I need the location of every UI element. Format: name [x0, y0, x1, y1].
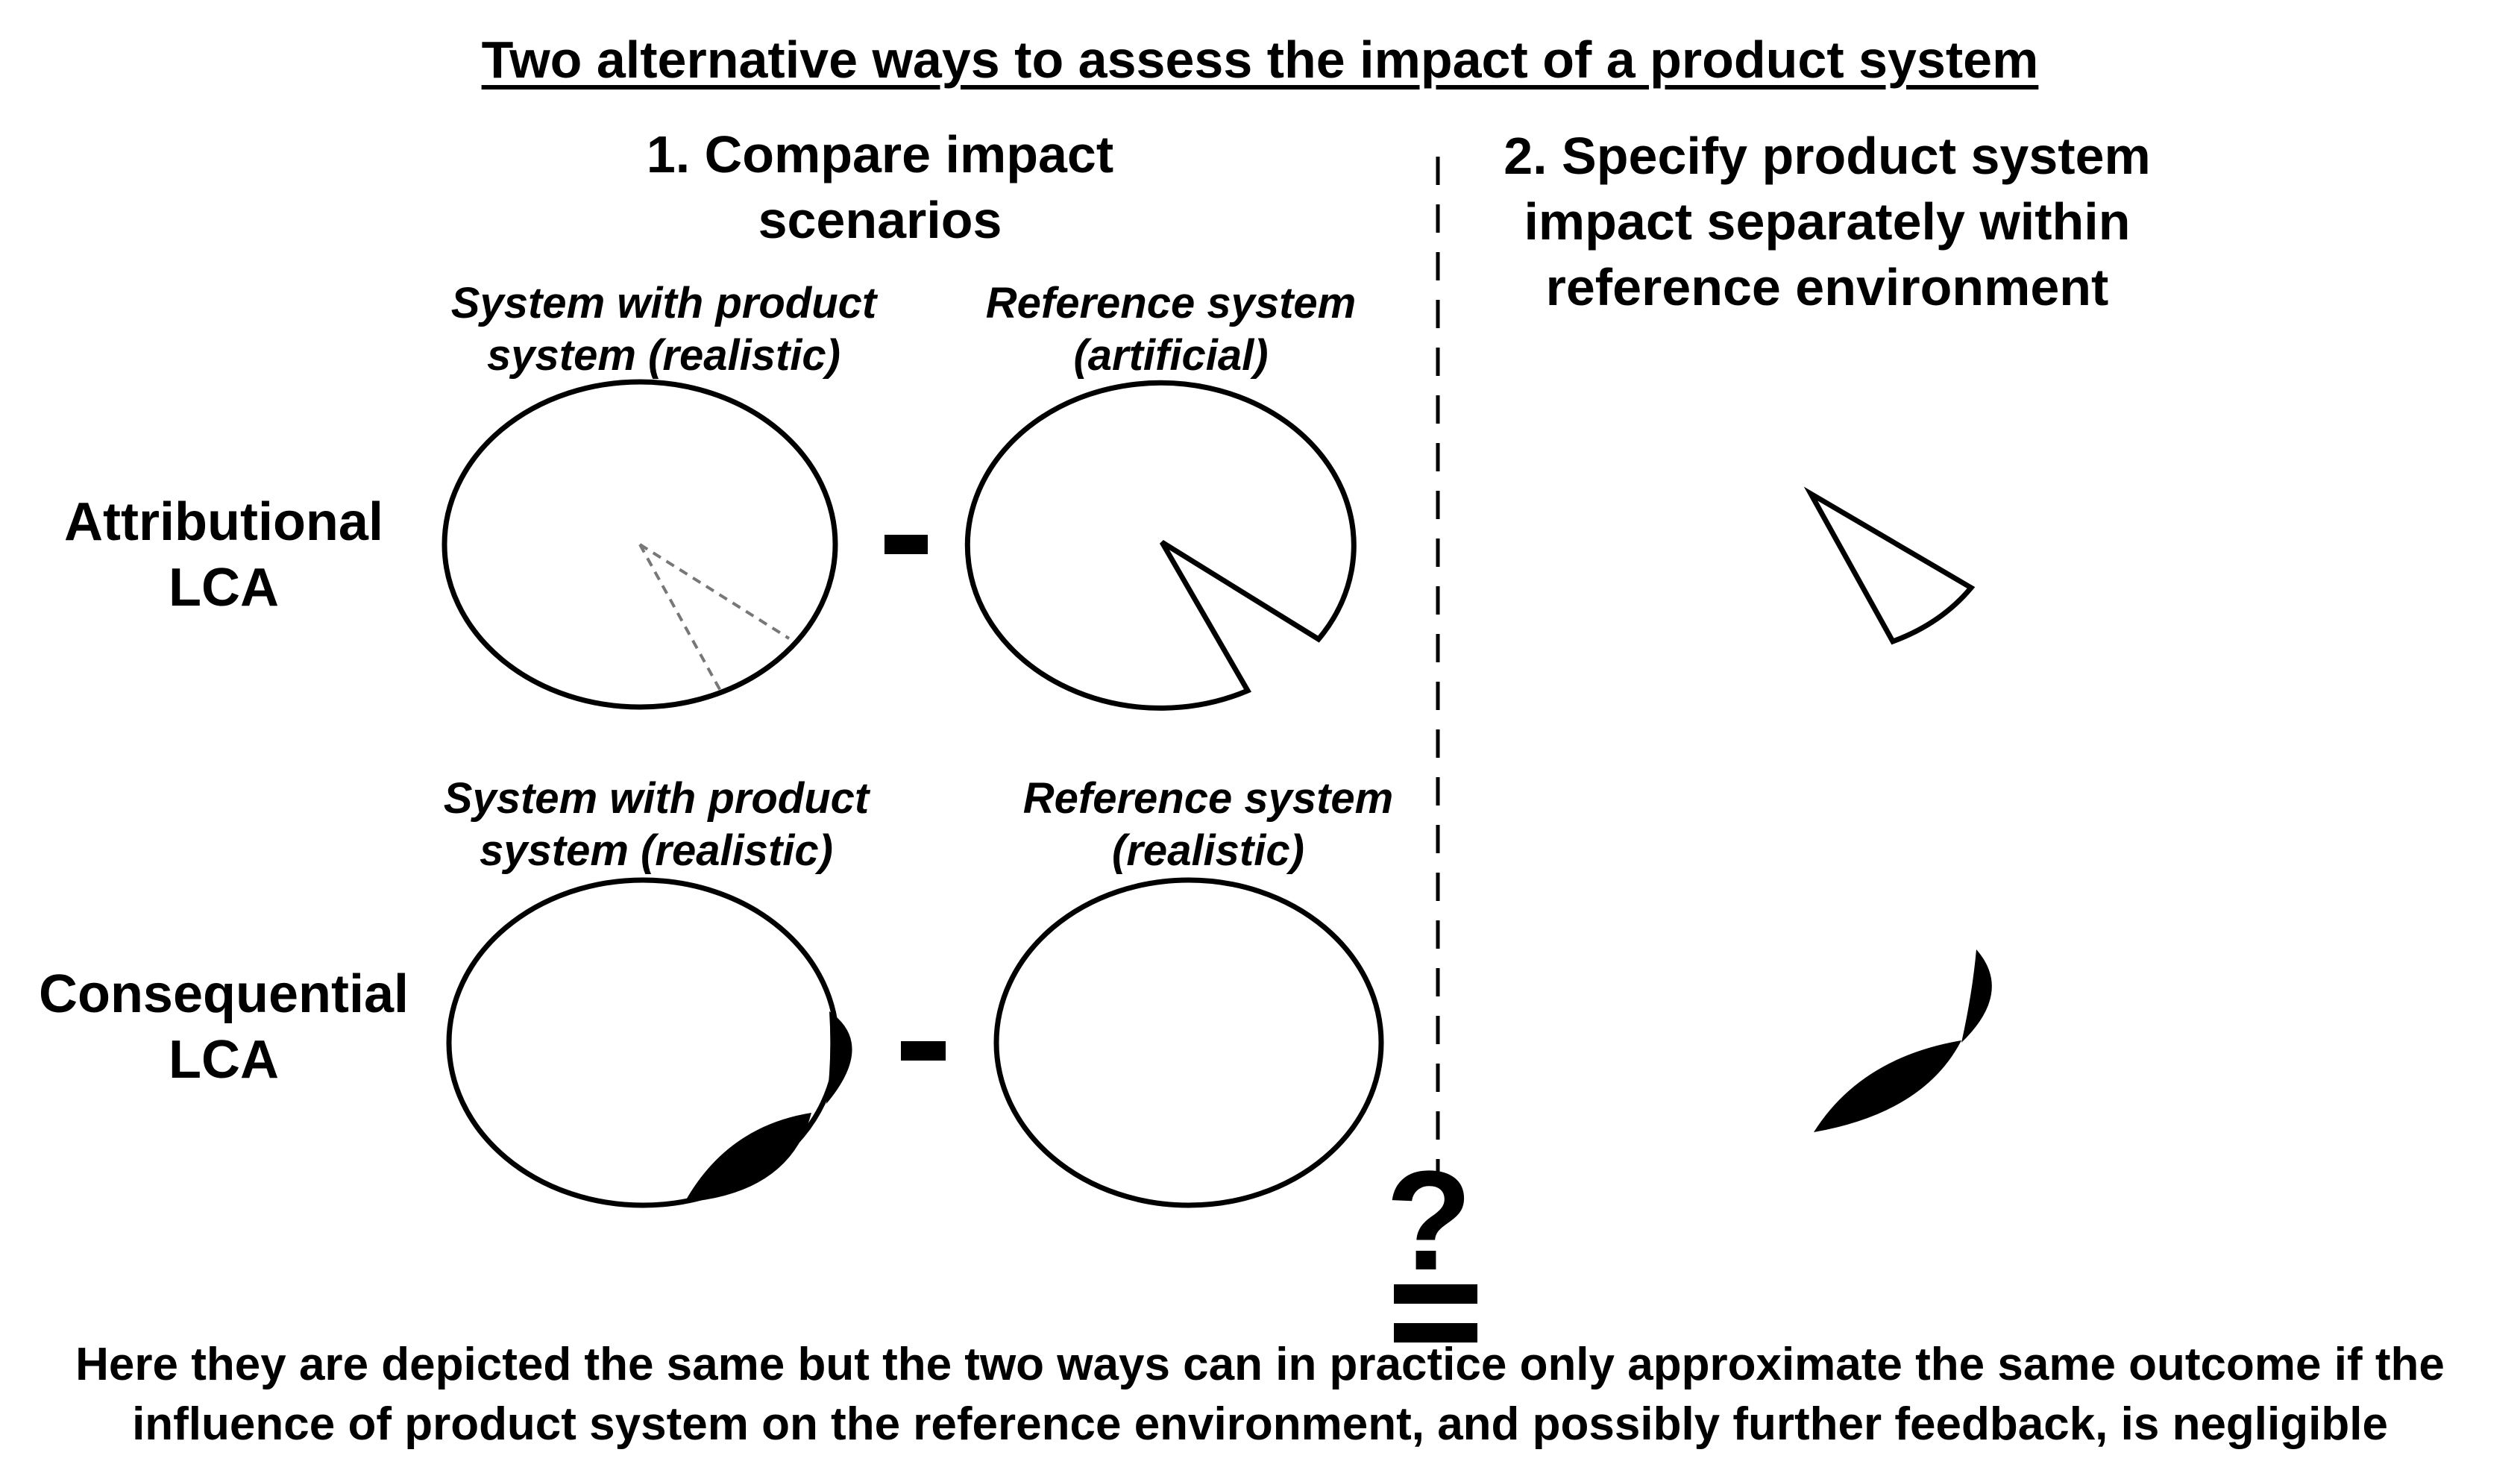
consequential-isolated-upper-shape — [1961, 949, 1992, 1043]
equals-sign-bottom-bar — [1394, 1323, 1477, 1342]
consequential-minus-sign — [901, 1041, 946, 1061]
consequential-with-product-caption-line2: system (realistic) — [480, 826, 833, 875]
question-mark: ? — [1386, 1142, 1472, 1300]
approach-2-heading-line2: impact separately within — [1524, 192, 2131, 251]
diagram-title-text: Two alternative ways to assess the impac… — [481, 31, 2039, 89]
attributional-lca-label: Attributional LCA — [15, 489, 433, 621]
consequential-reference-caption: Reference system (realistic) — [970, 773, 1447, 877]
attributional-with-product-caption: System with product system (realistic) — [418, 277, 910, 382]
consequential-lower-bulge — [685, 1113, 811, 1202]
consequential-reference-caption-line1: Reference system — [1022, 774, 1394, 823]
consequential-reference-caption-line2: (realistic) — [1112, 826, 1304, 875]
attributional-with-product-caption-line2: system (realistic) — [487, 331, 840, 380]
approach-2-heading: 2. Specify product system impact separat… — [1432, 123, 2222, 320]
consequential-upper-bulge — [826, 1011, 852, 1104]
consequential-reference-circle — [993, 877, 1384, 1208]
attributional-minus-sign — [884, 535, 928, 554]
footer-note-line2: influence of product system on the refer… — [132, 1398, 2388, 1450]
equals-sign-top-bar — [1394, 1284, 1477, 1304]
attributional-wedge-dashed-edge-2 — [638, 544, 722, 691]
consequential-isolated-lower-shape — [1814, 1040, 1961, 1132]
attributional-isolated-wedge — [1803, 486, 1976, 645]
consequential-label-line2: LCA — [169, 1030, 279, 1090]
attributional-with-product-caption-line1: System with product — [450, 279, 877, 327]
diagram-title: Two alternative ways to assess the impac… — [0, 28, 2520, 91]
approach-1-heading-line1: 1. Compare impact — [646, 125, 1114, 183]
consequential-label-line1: Consequential — [38, 964, 409, 1024]
attributional-label-line1: Attributional — [64, 492, 383, 552]
approach-1-heading: 1. Compare impact scenarios — [477, 122, 1283, 253]
attributional-reference-caption-line2: (artificial) — [1073, 331, 1269, 380]
consequential-with-product-caption-line1: System with product — [443, 774, 870, 823]
footer-note-line1: Here they are depicted the same but the … — [75, 1339, 2445, 1390]
approach-2-heading-line3: reference environment — [1545, 258, 2109, 316]
attributional-reference-pacman — [964, 380, 1357, 711]
attributional-reference-caption-line1: Reference system — [985, 279, 1357, 327]
attributional-label-line2: LCA — [169, 558, 279, 618]
attributional-wedge-dashed-edge-1 — [638, 543, 791, 640]
attributional-reference-caption: Reference system (artificial) — [932, 277, 1410, 382]
consequential-with-product-caption: System with product system (realistic) — [410, 773, 902, 877]
consequential-lca-label: Consequential LCA — [7, 961, 440, 1093]
footer-note: Here they are depicted the same but the … — [0, 1335, 2520, 1454]
approach-2-heading-line1: 2. Specify product system — [1503, 127, 2151, 185]
approach-1-heading-line2: scenarios — [758, 191, 1002, 249]
